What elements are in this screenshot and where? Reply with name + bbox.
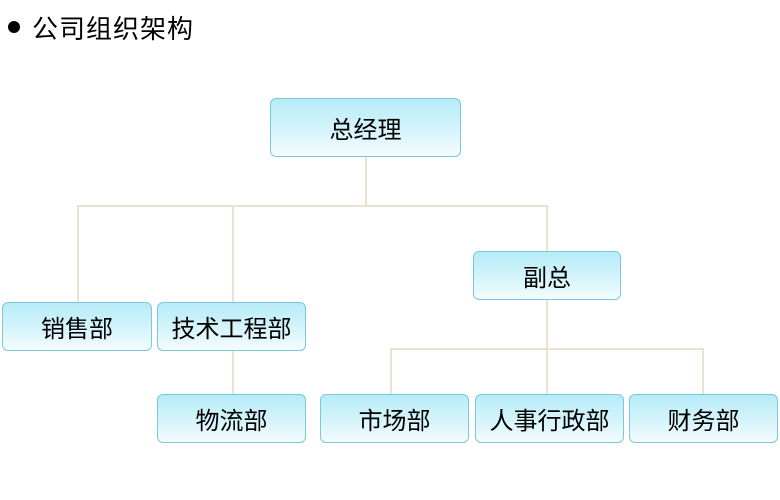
node-sales-department[interactable]: 销售部 bbox=[2, 302, 152, 351]
slide-title: 公司组织架构 bbox=[32, 14, 195, 45]
node-hr-admin-department[interactable]: 人事行政部 bbox=[475, 394, 624, 443]
slide-title-row: 公司组织架构 bbox=[8, 10, 195, 45]
node-vice-president[interactable]: 副总 bbox=[473, 251, 621, 300]
bullet-icon bbox=[8, 21, 20, 33]
node-finance-department[interactable]: 财务部 bbox=[629, 394, 778, 443]
node-marketing-department[interactable]: 市场部 bbox=[320, 394, 469, 443]
node-logistics-department[interactable]: 物流部 bbox=[157, 394, 306, 443]
node-tech-engineering-department[interactable]: 技术工程部 bbox=[157, 302, 306, 351]
node-general-manager[interactable]: 总经理 bbox=[270, 98, 461, 157]
